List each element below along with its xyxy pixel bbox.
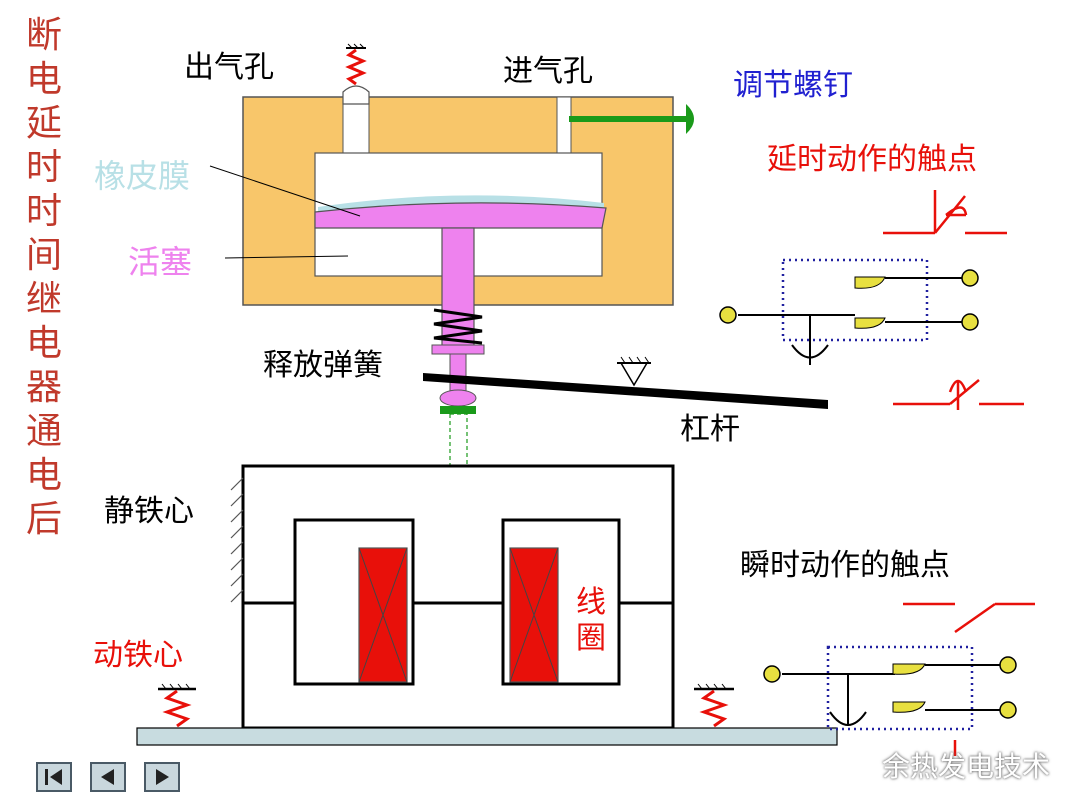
piston-label: 活塞 (128, 243, 193, 281)
moving-core-label: 动铁心 (93, 638, 183, 673)
release-spring-label: 释放弹簧 (263, 348, 383, 383)
piston-pointer (224, 255, 349, 259)
delayed-contact-terminal (719, 306, 737, 324)
right-bottom-spring (699, 689, 729, 728)
prev-icon (101, 769, 114, 785)
intake-channel (556, 96, 572, 154)
spring-seat (431, 344, 485, 355)
left-bottom-spring (162, 689, 192, 728)
delayed-contact-box (781, 258, 929, 342)
adjust-screw-label: 调节螺钉 (733, 68, 853, 103)
base-plate (136, 727, 838, 746)
vertical-title-char: 时 (25, 191, 62, 232)
lever-label: 杠杆 (680, 412, 740, 447)
adjust-screw-head (686, 104, 694, 134)
rubber-film-label: 橡皮膜 (94, 157, 191, 195)
watermark-text: 余热发电技术 (882, 750, 1051, 783)
vertical-title-char: 电 (25, 323, 62, 364)
instant-contact-box (826, 645, 974, 731)
vertical-title-char: 时 (25, 147, 62, 188)
vertical-title-char: 电 (25, 59, 62, 100)
instant-contacts-label: 瞬时动作的触点 (740, 548, 950, 583)
vertical-title-char: 后 (25, 499, 62, 540)
film-pointer (209, 165, 361, 217)
delayed-no-symbol (893, 379, 1024, 410)
lever-pivot (619, 362, 649, 387)
first-icon (45, 769, 62, 785)
exhaust-spring (345, 48, 367, 86)
exhaust-channel (342, 96, 370, 154)
exhaust-hole-label: 出气孔 (184, 50, 274, 85)
release-spring (433, 308, 483, 345)
wechat-icon (842, 751, 876, 779)
piston-plate (314, 202, 607, 229)
delayed-contacts-label: 延时动作的触点 (767, 142, 977, 177)
rod-lower (449, 353, 467, 393)
delayed-nc-symbol (883, 190, 1007, 235)
exhaust-valve (342, 85, 370, 105)
vertical-title-char: 间 (25, 235, 62, 276)
instant-contact-terminal (763, 665, 781, 683)
static-core-hatch (230, 477, 244, 603)
vertical-title-char: 延 (25, 103, 62, 144)
prev-slide-button[interactable] (90, 762, 126, 792)
instant-no-symbol (903, 602, 1035, 634)
next-icon (156, 769, 169, 785)
vertical-title-char: 通 (25, 411, 62, 452)
vertical-title-char: 器 (25, 367, 62, 408)
lever (423, 373, 828, 409)
watermark: 余热发电技术 (842, 745, 1050, 785)
coil-label: 线圈 (576, 585, 606, 656)
static-core-label: 静铁心 (104, 494, 194, 529)
vertical-title-char: 继 (25, 279, 62, 320)
rod-cap (440, 406, 476, 414)
vertical-title: 断电延时时间继电器通电后 (22, 14, 66, 542)
rod-tip (439, 389, 477, 407)
vertical-title-char: 电 (25, 455, 62, 496)
next-slide-button[interactable] (144, 762, 180, 792)
first-slide-button[interactable] (36, 762, 72, 792)
intake-hole-label: 进气孔 (503, 54, 593, 89)
vertical-title-char: 断 (25, 15, 62, 56)
